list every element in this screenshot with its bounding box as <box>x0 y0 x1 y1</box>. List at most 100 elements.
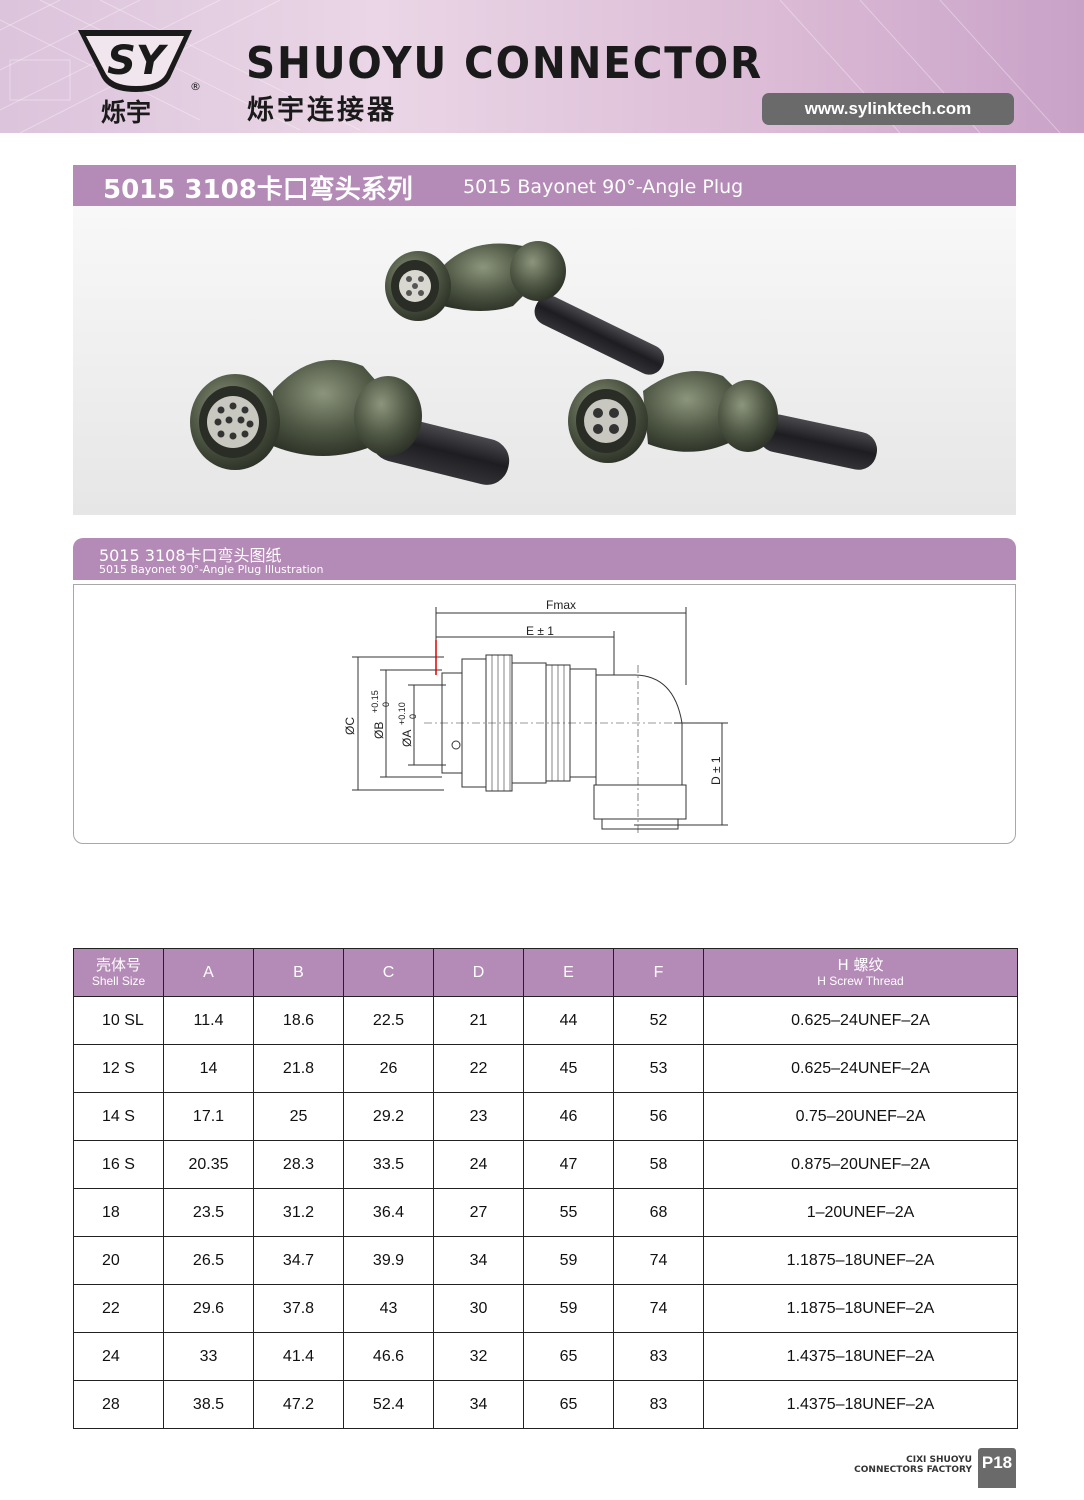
table-cell: 26.5 <box>163 1236 254 1285</box>
table-cell: 22 <box>73 1284 164 1333</box>
label-b-tolerance-lower: 0 <box>381 702 391 707</box>
table-cell: 14 S <box>73 1092 164 1141</box>
table-cell: 24 <box>433 1140 524 1189</box>
table-cell: 33.5 <box>343 1140 434 1189</box>
technical-drawing: Fmax E ± 1 ØC ØB +0.15 0 ØA +0.10 0 D ± … <box>73 584 1016 844</box>
table-cell: 11.4 <box>163 996 254 1045</box>
table-cell: 20.35 <box>163 1140 254 1189</box>
table-cell: 47 <box>523 1140 614 1189</box>
table-cell: 29.6 <box>163 1284 254 1333</box>
label-a-tolerance-lower: 0 <box>408 714 418 719</box>
section-title-bar: 5015 3108卡口弯头系列 5015 Bayonet 90°-Angle P… <box>73 165 1016 206</box>
svg-text:SY: SY <box>107 38 169 84</box>
table-cell: 1.1875–18UNEF–2A <box>703 1284 1018 1333</box>
header-d: D <box>433 948 524 997</box>
connector-top <box>385 241 665 375</box>
table-cell: 17.1 <box>163 1092 254 1141</box>
drawing-title-chinese: 5015 3108卡口弯头图纸 <box>99 546 282 565</box>
header-c: C <box>343 948 434 997</box>
table-cell: 38.5 <box>163 1380 254 1429</box>
table-cell: 52 <box>613 996 704 1045</box>
table-cell: 44 <box>523 996 614 1045</box>
drawing-title-english: 5015 Bayonet 90°-Angle Plug Illustration <box>99 563 324 576</box>
table-cell: 37.8 <box>253 1284 344 1333</box>
header-background-pattern <box>0 0 1061 133</box>
table-cell: 1.1875–18UNEF–2A <box>703 1236 1018 1285</box>
table-cell: 20 <box>73 1236 164 1285</box>
table-cell: 1–20UNEF–2A <box>703 1188 1018 1237</box>
table-cell: 22.5 <box>343 996 434 1045</box>
table-cell: 0.875–20UNEF–2A <box>703 1140 1018 1189</box>
table-cell: 74 <box>613 1236 704 1285</box>
header-shell-size: 壳体号 Shell Size <box>73 948 164 997</box>
table-cell: 0.625–24UNEF–2A <box>703 1044 1018 1093</box>
table-cell: 36.4 <box>343 1188 434 1237</box>
table-cell: 0.625–24UNEF–2A <box>703 996 1018 1045</box>
table-header-row: 壳体号 Shell Size A B C D E F H 螺纹 H Screw … <box>73 948 1018 997</box>
connector-left <box>190 359 510 485</box>
table-cell: 12 S <box>73 1044 164 1093</box>
table-cell: 24 <box>73 1332 164 1381</box>
label-a-tolerance: +0.10 <box>397 702 407 725</box>
table-cell: 83 <box>613 1380 704 1429</box>
table-cell: 26 <box>343 1044 434 1093</box>
logo-chinese-text: 烁宇 <box>101 98 152 127</box>
table-cell: 68 <box>613 1188 704 1237</box>
table-cell: 16 S <box>73 1140 164 1189</box>
brand-name-english: SHUOYU CONNECTOR <box>246 38 764 89</box>
table-cell: 43 <box>343 1284 434 1333</box>
table-cell: 52.4 <box>343 1380 434 1429</box>
table-cell: 45 <box>523 1044 614 1093</box>
table-cell: 18.6 <box>253 996 344 1045</box>
header-h-screw-thread: H 螺纹 H Screw Thread <box>703 948 1018 997</box>
table-cell: 23.5 <box>163 1188 254 1237</box>
footer-line1: CIXI SHUOYU <box>906 1455 972 1465</box>
table-cell: 28.3 <box>253 1140 344 1189</box>
section-title-english: 5015 Bayonet 90°-Angle Plug <box>463 176 744 198</box>
table-cell: 32 <box>433 1332 524 1381</box>
website-link[interactable]: www.sylinktech.com <box>762 93 1014 125</box>
label-b: ØB <box>372 722 386 739</box>
label-c: ØC <box>343 717 357 735</box>
footer-line2: CONNECTORS FACTORY <box>854 1465 972 1475</box>
label-d: D ± 1 <box>709 756 723 785</box>
table-cell: 1.4375–18UNEF–2A <box>703 1380 1018 1429</box>
table-cell: 46.6 <box>343 1332 434 1381</box>
table-cell: 55 <box>523 1188 614 1237</box>
specification-table: 壳体号 Shell Size A B C D E F H 螺纹 H Screw … <box>73 948 1018 1429</box>
table-cell: 59 <box>523 1284 614 1333</box>
connector-photo-illustration <box>190 241 878 485</box>
shuoyu-logo-icon: SY ® <box>78 30 200 93</box>
table-cell: 34.7 <box>253 1236 344 1285</box>
table-cell: 65 <box>523 1332 614 1381</box>
dimension-drawing: Fmax E ± 1 ØC ØB +0.15 0 ØA +0.10 0 D ± … <box>343 598 728 835</box>
table-cell: 34 <box>433 1380 524 1429</box>
table-cell: 31.2 <box>253 1188 344 1237</box>
header-e: E <box>523 948 614 997</box>
label-b-tolerance: +0.15 <box>370 690 380 713</box>
table-cell: 41.4 <box>253 1332 344 1381</box>
table-cell: 30 <box>433 1284 524 1333</box>
table-cell: 10 SL <box>73 996 164 1045</box>
label-fmax: Fmax <box>546 598 576 612</box>
table-cell: 53 <box>613 1044 704 1093</box>
page-number-badge: P18 <box>978 1448 1016 1488</box>
table-cell: 1.4375–18UNEF–2A <box>703 1332 1018 1381</box>
table-cell: 47.2 <box>253 1380 344 1429</box>
table-cell: 65 <box>523 1380 614 1429</box>
table-cell: 29.2 <box>343 1092 434 1141</box>
table-cell: 25 <box>253 1092 344 1141</box>
table-cell: 0.75–20UNEF–2A <box>703 1092 1018 1141</box>
drawing-header: 5015 3108卡口弯头图纸 5015 Bayonet 90°-Angle P… <box>73 538 1016 580</box>
table-cell: 14 <box>163 1044 254 1093</box>
table-cell: 34 <box>433 1236 524 1285</box>
table-cell: 74 <box>613 1284 704 1333</box>
connector-right <box>568 371 878 470</box>
